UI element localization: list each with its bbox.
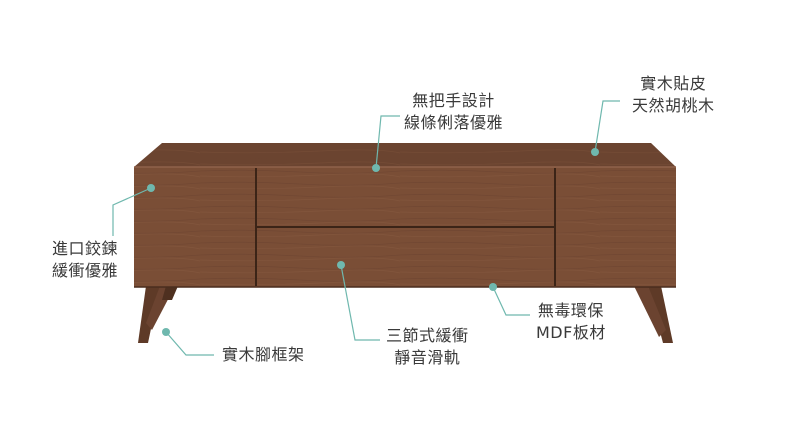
wooden-leg-frame-left (138, 286, 178, 343)
callout-eco-mdf-board: 無毒環保 MDF板材 (536, 300, 606, 344)
callout-wooden-leg-frame: 實木腳框架 (222, 344, 305, 366)
callout-legs-title: 實木腳框架 (222, 345, 305, 364)
callout-board-title: 無毒環保 (537, 301, 604, 320)
callout-solid-wood-veneer: 實木貼皮 天然胡桃木 (632, 73, 715, 117)
callout-veneer-subtitle: 天然胡桃木 (632, 96, 715, 115)
callout-slide-title: 三節式緩衝 (386, 326, 469, 345)
callout-dot-handleless (372, 164, 380, 172)
callout-imported-hinge: 進口鉸鍊 緩衝優雅 (52, 238, 118, 282)
callout-handleless-title: 無把手設計 (412, 91, 495, 110)
callout-dot-hinge (147, 184, 155, 192)
callout-hinge-title: 進口鉸鍊 (52, 239, 119, 258)
callout-handleless-design: 無把手設計 線條俐落優雅 (404, 90, 503, 134)
wooden-leg-frame-right (634, 286, 673, 343)
callout-veneer-title: 實木貼皮 (640, 74, 707, 93)
callout-leader-lines (112, 100, 620, 356)
panel-grooves (255, 168, 556, 286)
callout-soft-close-slide: 三節式緩衝 靜音滑軌 (386, 325, 469, 369)
callout-dot-board (489, 283, 497, 291)
callout-dot-slide (337, 261, 345, 269)
callout-markers (147, 148, 599, 336)
callout-board-subtitle: MDF板材 (536, 323, 606, 342)
callout-dot-legs (162, 328, 170, 336)
callout-dot-veneer (591, 148, 599, 156)
callout-slide-subtitle: 靜音滑軌 (394, 348, 461, 367)
callout-handleless-subtitle: 線條俐落優雅 (404, 113, 504, 132)
callout-hinge-subtitle: 緩衝優雅 (52, 261, 119, 280)
